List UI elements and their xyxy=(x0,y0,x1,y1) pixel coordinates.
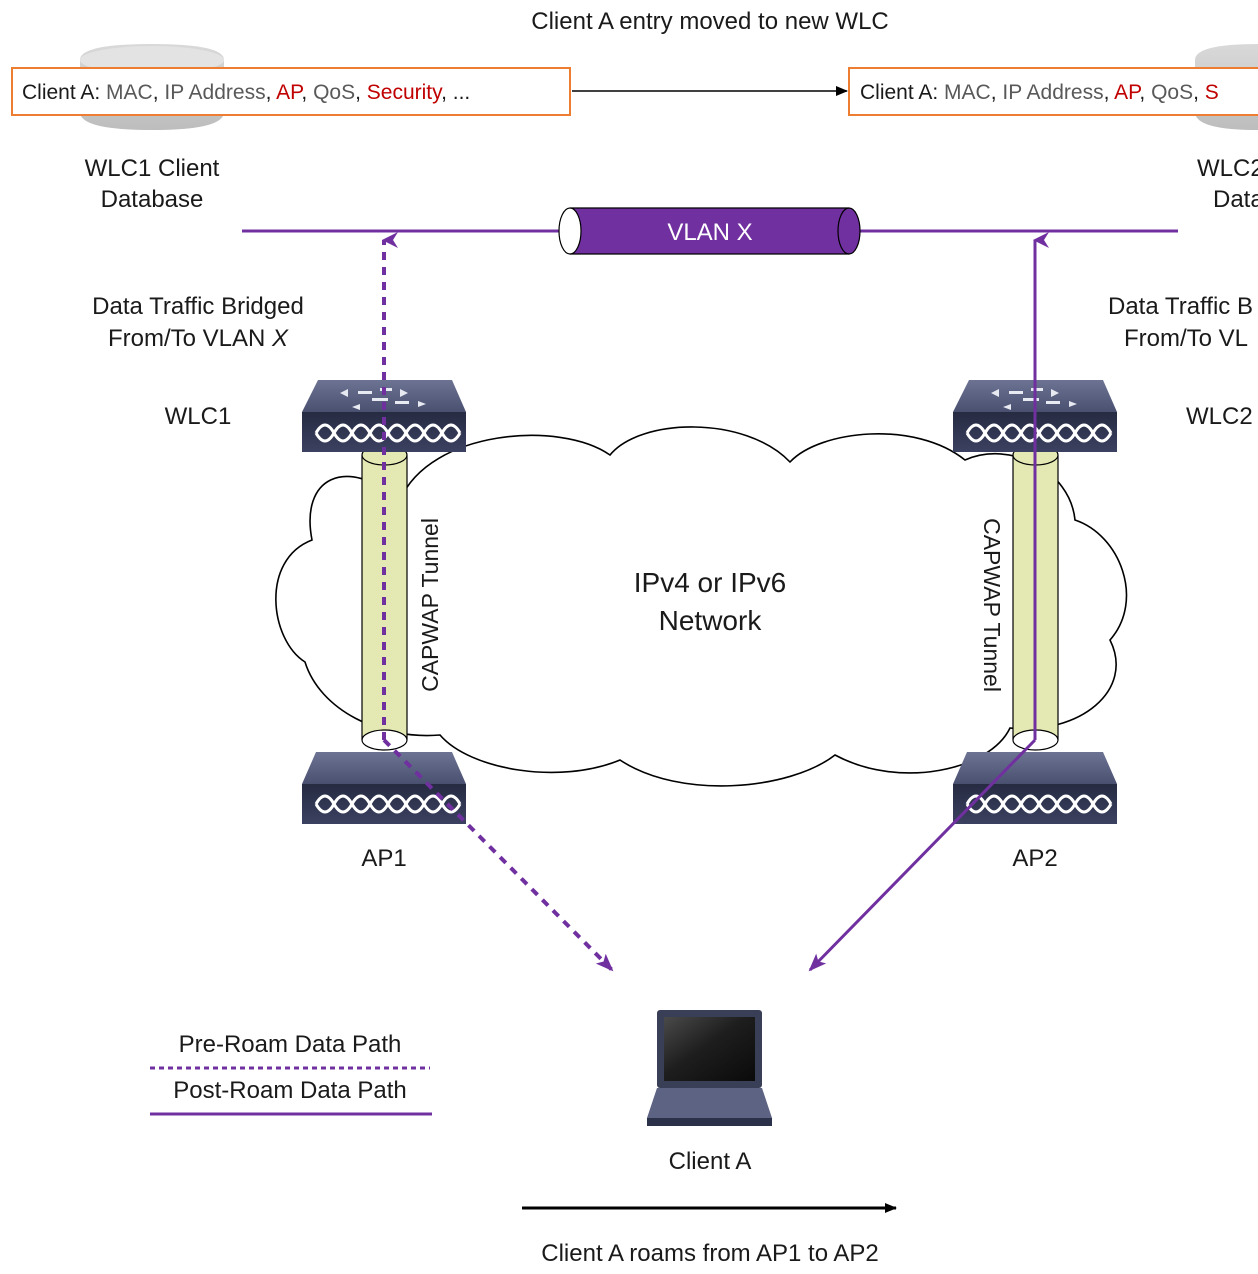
wlc1-client-record: Client A: MAC, IP Address, AP, QoS, Secu… xyxy=(11,67,571,116)
record-field: , xyxy=(991,81,1003,104)
record-field: IP Address xyxy=(164,81,265,104)
move-caption: Client A entry moved to new WLC xyxy=(531,8,889,35)
wlc1-record-text: Client A: MAC, IP Address, AP, QoS, Secu… xyxy=(22,81,470,104)
capwap-tunnel-right-label: CAPWAP Tunnel xyxy=(979,518,1005,692)
bridged-label-left-line2: From/To VLAN X xyxy=(108,325,289,352)
ap2-label: AP2 xyxy=(1012,845,1057,872)
bridged-label-right-line2: From/To VL xyxy=(1124,325,1248,352)
legend-post-roam-label: Post-Roam Data Path xyxy=(173,1077,406,1104)
wlc1-label: WLC1 xyxy=(165,403,232,430)
laptop-icon xyxy=(647,1010,772,1126)
record-field: Client A xyxy=(860,81,932,104)
record-field: : xyxy=(932,81,944,104)
record-field: : xyxy=(94,81,106,104)
record-field: AP xyxy=(276,81,303,104)
network-cloud xyxy=(275,426,1128,787)
record-field: MAC xyxy=(106,81,153,104)
legend-pre-roam-label: Pre-Roam Data Path xyxy=(179,1031,402,1058)
wlc2-database-label-line1: WLC2 xyxy=(1197,155,1258,182)
post-roam-path xyxy=(808,232,1049,972)
record-field: S xyxy=(1205,81,1219,104)
wlc2-label: WLC2 xyxy=(1186,403,1253,430)
vlan-pipe xyxy=(558,207,861,255)
network-label-line2: Network xyxy=(659,605,763,636)
ap1-device-icon xyxy=(302,752,466,824)
wlc1-database-label-line1: WLC1 Client xyxy=(85,155,220,182)
bridged-label-left-line1: Data Traffic Bridged xyxy=(92,293,304,320)
record-field: Security xyxy=(367,81,443,104)
record-field: MAC xyxy=(944,81,991,104)
wlc2-client-record: Client A: MAC, IP Address, AP, QoS, S xyxy=(848,67,1258,116)
record-field: , xyxy=(266,81,277,104)
record-field: QoS xyxy=(1151,81,1193,104)
ap2-device-icon xyxy=(953,752,1117,824)
wlc1-database-label-line2: Database xyxy=(101,186,204,213)
record-field: AP xyxy=(1114,81,1141,104)
network-label-line1: IPv4 or IPv6 xyxy=(634,567,787,598)
record-field: , xyxy=(1193,81,1205,104)
roam-caption: Client A roams from AP1 to AP2 xyxy=(541,1240,879,1267)
record-field: , ... xyxy=(441,81,470,104)
record-field: , xyxy=(355,81,367,104)
vlan-label: VLAN X xyxy=(667,219,752,246)
record-field: , xyxy=(301,81,313,104)
wlc2-record-text: Client A: MAC, IP Address, AP, QoS, S xyxy=(860,81,1219,104)
record-field: , xyxy=(1104,81,1115,104)
client-label: Client A xyxy=(669,1148,752,1175)
ap1-label: AP1 xyxy=(361,845,406,872)
record-field: , xyxy=(153,81,165,104)
bridged-label-right-line1: Data Traffic B xyxy=(1108,293,1253,320)
record-field: IP Address xyxy=(1002,81,1103,104)
record-field: Client A xyxy=(22,81,94,104)
wlc2-database-label-line2: Data xyxy=(1213,186,1258,213)
record-field: , xyxy=(1139,81,1151,104)
record-field: QoS xyxy=(313,81,355,104)
capwap-tunnel-left-label: CAPWAP Tunnel xyxy=(417,518,443,692)
